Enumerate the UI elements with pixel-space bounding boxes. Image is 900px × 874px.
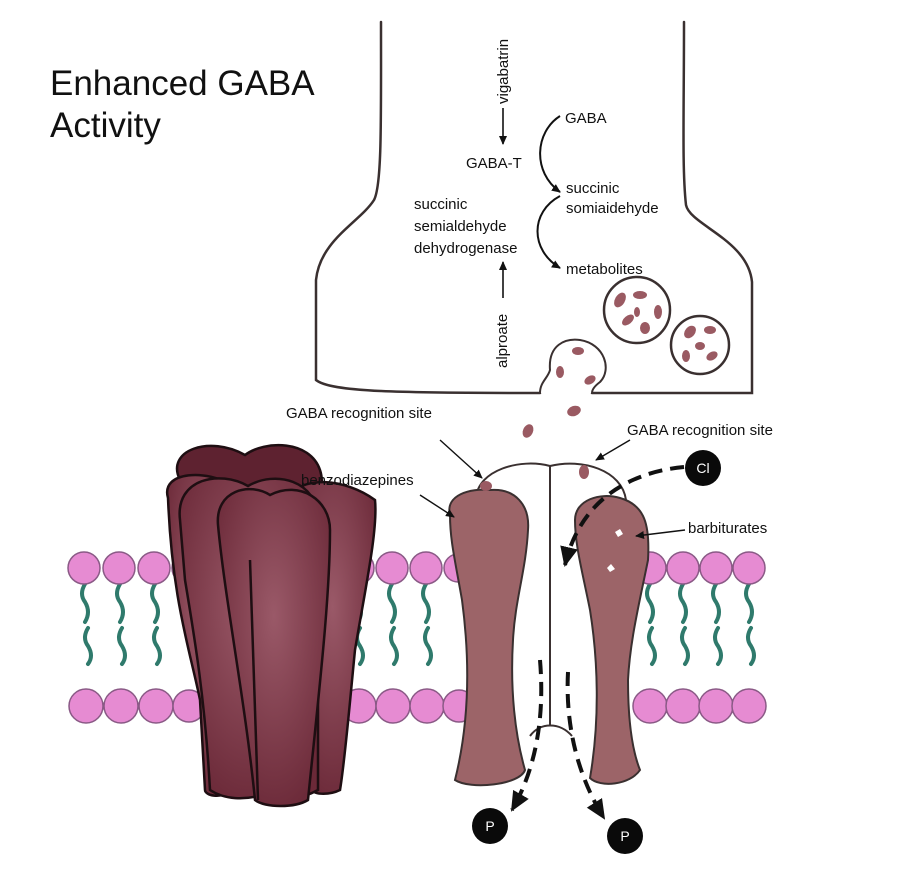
presynaptic-terminal <box>314 20 754 395</box>
gaba-label: GABA <box>565 110 607 127</box>
diagram-title: Enhanced GABA <box>50 64 315 103</box>
lipid-bilayer-lower <box>68 688 767 724</box>
gaba-t-label: GABA-T <box>466 155 522 172</box>
ssa-to-metabolites-arrow <box>536 195 561 269</box>
fusing-vesicle <box>539 338 607 394</box>
ion-badge-right: P <box>607 818 643 854</box>
transmembrane-protein <box>165 444 377 808</box>
gaba-a-receptor <box>448 462 650 787</box>
ssa-product-label-line2: somiaidehyde <box>566 200 659 217</box>
chloride-influx-arrow <box>560 465 685 567</box>
ssadh-label-line3: dehydrogenase <box>414 240 518 257</box>
gaba-recognition-site-label-left: GABA recognition site <box>286 405 432 422</box>
vigabatrin-label: vigabatrin <box>495 38 512 104</box>
gaba-to-ssa-arrow <box>539 115 561 193</box>
synaptic-vesicle <box>669 314 731 376</box>
chloride-ion-badge: Cl <box>685 450 721 486</box>
valproate-label: alproate <box>494 313 511 368</box>
synaptic-vesicle <box>602 275 672 345</box>
benzodiazepines-label: benzodiazepines <box>301 472 414 489</box>
gaba-recognition-site-label-right: GABA recognition site <box>627 422 773 439</box>
ion-exit-arrow-left <box>510 659 544 812</box>
ssadh-label-line1: succinic <box>414 196 468 213</box>
released-gaba <box>522 405 581 438</box>
ssadh-label-line2: semialdehyde <box>414 218 507 235</box>
gaba-site-left-pointer <box>439 439 483 479</box>
gaba-site-right-pointer <box>595 439 631 461</box>
fusing-vesicle-contents <box>556 347 596 385</box>
diagram-title-line2: Activity <box>50 106 161 145</box>
barbiturates-label: barbiturates <box>688 520 768 537</box>
benzodiazepines-pointer <box>419 494 455 518</box>
metabolites-label: metabolites <box>566 261 643 278</box>
ssa-product-label-line1: succinic <box>566 180 620 197</box>
ion-badge-left: P <box>472 808 508 844</box>
barbiturates-pointer <box>635 529 686 539</box>
ion-exit-arrow-right <box>565 671 606 820</box>
